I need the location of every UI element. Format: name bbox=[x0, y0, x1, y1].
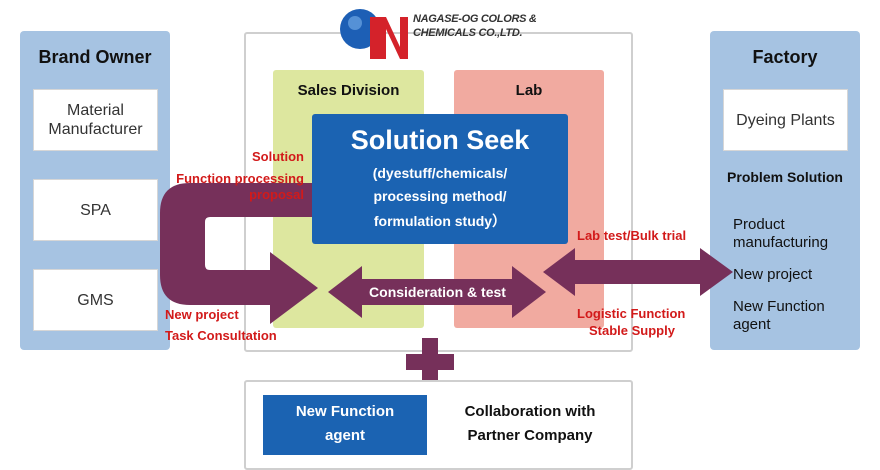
new-function-agent-line2: agent bbox=[324, 427, 365, 444]
new-function-agent-line1: New Function bbox=[295, 403, 395, 420]
logo-text-line2: CHEMICALS CO.,LTD. bbox=[413, 27, 523, 39]
collaboration-line1: Collaboration with bbox=[464, 403, 596, 420]
factory-item-new-function-agent: New Function agent bbox=[733, 298, 825, 333]
label-lab-test: Lab test/Bulk trial bbox=[577, 228, 687, 243]
factory-item-new-project: New project bbox=[733, 266, 813, 283]
sales-division-title: Sales Division bbox=[297, 82, 400, 99]
lab-title: Lab bbox=[515, 82, 543, 99]
gms-box: GMS bbox=[33, 269, 158, 331]
solution-seek-line3: formulation study） bbox=[373, 213, 507, 229]
solution-seek-box bbox=[312, 114, 568, 244]
label-solution: Solution bbox=[252, 149, 304, 164]
solution-seek-line2: processing method/ bbox=[373, 188, 507, 204]
factory-panel bbox=[710, 31, 860, 350]
plus-horizontal bbox=[406, 354, 454, 370]
label-task-consultation: Task Consultation bbox=[165, 328, 277, 343]
label-stable-supply: Stable Supply bbox=[589, 323, 675, 338]
u-shaped-arrow bbox=[160, 183, 318, 324]
collaboration-line2: Partner Company bbox=[467, 427, 593, 444]
dyeing-plants-box: Dyeing Plants bbox=[723, 89, 848, 151]
consideration-label: Consideration & test bbox=[369, 284, 506, 300]
logo-text-line1: NAGASE-OG COLORS & bbox=[413, 13, 537, 25]
label-function-processing: Function processing bbox=[176, 171, 304, 186]
lab-factory-arrow bbox=[543, 248, 733, 296]
label-proposal: proposal bbox=[249, 187, 304, 202]
logo-mark-icon bbox=[340, 9, 408, 59]
solution-seek-line1: (dyestuff/chemicals/ bbox=[372, 165, 508, 181]
problem-solution-label: Problem Solution bbox=[727, 169, 843, 185]
factory-title: Factory bbox=[752, 47, 818, 67]
brand-owner-title: Brand Owner bbox=[38, 47, 152, 67]
factory-item-product-manufacturing: Product manufacturing bbox=[733, 216, 829, 251]
new-function-agent-box bbox=[263, 395, 427, 455]
material-manufacturer-box: Material Manufacturer bbox=[33, 89, 158, 151]
spa-box: SPA bbox=[33, 179, 158, 241]
label-logistic-function: Logistic Function bbox=[577, 306, 686, 321]
label-new-project: New project bbox=[165, 307, 239, 322]
solution-seek-title: Solution Seek bbox=[350, 125, 530, 155]
company-logo: NAGASE-OG COLORS & CHEMICALS CO.,LTD. bbox=[338, 3, 583, 63]
consideration-arrow bbox=[328, 266, 546, 318]
